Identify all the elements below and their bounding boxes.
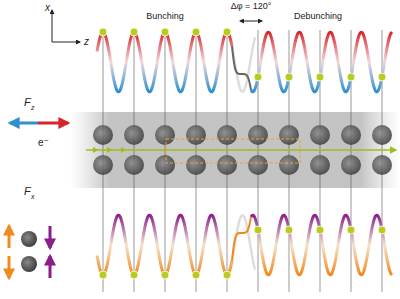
force-arrow — [49, 226, 52, 248]
pillar-icon — [21, 256, 37, 272]
phase-gap — [232, 46, 251, 90]
pillar — [124, 155, 144, 175]
electron-dot — [161, 28, 169, 36]
electron-dot — [378, 73, 386, 81]
force-arrow — [8, 226, 11, 248]
force-subscript: z — [31, 104, 35, 111]
pillar — [124, 125, 144, 145]
electron-dot — [223, 271, 231, 279]
pillar — [155, 155, 175, 175]
electron-dot — [378, 226, 386, 234]
fx-wave — [97, 215, 232, 275]
pillar — [310, 125, 330, 145]
phase-gap — [232, 217, 251, 261]
force-arrow — [49, 256, 52, 278]
electron-dot — [347, 73, 355, 81]
beam-arrowhead — [121, 147, 126, 153]
region-label: Bunching — [146, 12, 184, 21]
z-axis — [52, 42, 80, 43]
axis-label: z — [84, 37, 89, 47]
beam-arrowhead — [107, 147, 112, 153]
electron-dot — [285, 73, 293, 81]
phase-label: Δφ = 120° — [231, 2, 272, 11]
highlight-box — [166, 139, 300, 163]
pillar — [279, 125, 299, 145]
phase-arrow — [240, 21, 262, 22]
electron-dot — [192, 271, 200, 279]
force-arrow — [38, 122, 68, 125]
force-label: F — [24, 186, 31, 197]
pillar — [341, 155, 361, 175]
pillar — [217, 155, 237, 175]
electron-dot — [347, 226, 355, 234]
fx-wave — [251, 215, 392, 275]
fz-wave — [97, 32, 232, 92]
pillar — [186, 155, 206, 175]
electron-beam — [86, 149, 396, 151]
electron-dot — [285, 226, 293, 234]
pillar — [372, 125, 392, 145]
pillar — [248, 125, 268, 145]
pillar — [217, 125, 237, 145]
pillar-icon — [21, 231, 37, 247]
force-arrow — [10, 122, 38, 125]
electron-dot — [223, 28, 231, 36]
region-label: Debunching — [294, 12, 342, 21]
electron-dot — [130, 271, 138, 279]
electron-dot — [99, 271, 107, 279]
electron-dot — [99, 28, 107, 36]
pillar — [310, 155, 330, 175]
electron-dot — [130, 28, 138, 36]
electron-dot — [316, 73, 324, 81]
beam-region — [70, 112, 400, 188]
electron-dot — [161, 271, 169, 279]
electron-dot — [316, 226, 324, 234]
pillar — [279, 155, 299, 175]
force-arrow — [8, 256, 11, 278]
electron-dot — [192, 28, 200, 36]
axis-label: x — [45, 3, 50, 13]
electron-dot — [254, 73, 262, 81]
electron-label: e⁻ — [38, 138, 49, 148]
pillar — [93, 155, 113, 175]
x-axis — [52, 10, 53, 42]
pillar — [341, 125, 361, 145]
pillar — [155, 125, 175, 145]
fz-wave — [251, 32, 392, 92]
force-label: F — [24, 97, 31, 108]
pillar — [372, 155, 392, 175]
pillar — [93, 125, 113, 145]
beam-arrowhead — [93, 147, 98, 153]
force-subscript: x — [31, 193, 35, 200]
electron-dot — [254, 226, 262, 234]
pillar — [248, 155, 268, 175]
pillar — [186, 125, 206, 145]
